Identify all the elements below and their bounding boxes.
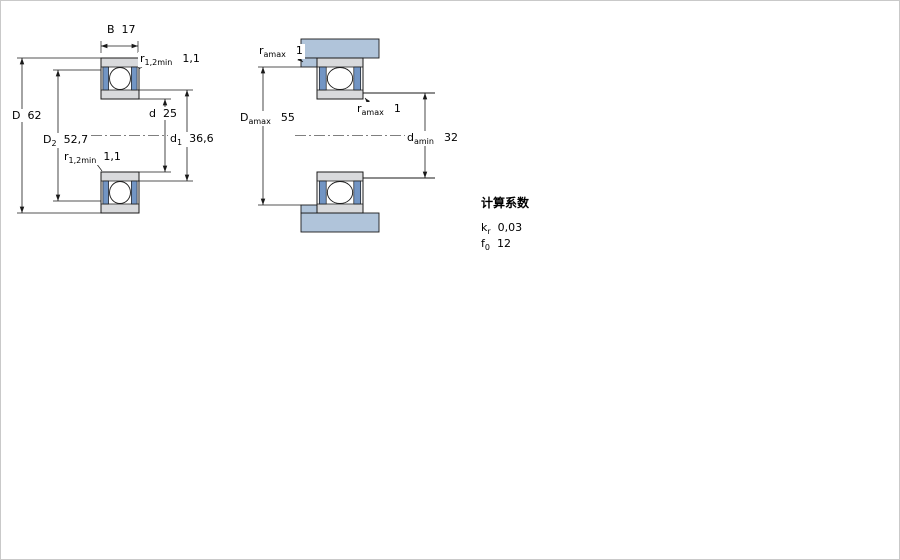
dim-symbol: r (357, 102, 362, 115)
dim-value: 17 (121, 23, 136, 36)
dim-symbol: d (407, 131, 414, 144)
dim-symbol: r (259, 44, 264, 57)
dim-symbol: d (170, 132, 177, 145)
bearing-cross-section-view (17, 41, 197, 214)
dim-symbol: D (43, 133, 52, 146)
dim-symbol: d (149, 107, 156, 120)
dim-symbol: B (107, 23, 115, 36)
dim-symbol: D (12, 109, 21, 122)
dim-value: 36,6 (189, 132, 214, 145)
dim-subscript: amax (263, 50, 286, 60)
calculation-factors-title-text: 计算系数 (481, 196, 530, 210)
dim-value: 55 (280, 111, 295, 124)
dim-line-B (100, 41, 139, 53)
dim-line-Damax (258, 66, 301, 206)
factor-subscript: r (487, 227, 491, 237)
dim-symbol: r (64, 150, 69, 163)
factor-symbol: k (481, 221, 488, 234)
dim-label-d: d 25 (147, 107, 179, 120)
dim-label-D2: D2 52,7 (41, 133, 91, 149)
dim-label-ramax-mid: ramax 1 (355, 102, 403, 118)
housing-shoulder-top (300, 57, 318, 68)
dim-line-D (17, 57, 101, 214)
factor-symbol: f (481, 237, 485, 250)
dim-value: 62 (27, 109, 42, 122)
dim-label-r12min-top: r1,2min 1,1 (138, 52, 202, 68)
dim-symbol: r (140, 52, 145, 65)
factor-value: 12 (496, 237, 511, 250)
dim-value: 52,7 (63, 133, 89, 146)
dim-subscript: amin (413, 137, 434, 147)
mounting-dimension-view (258, 38, 439, 233)
housing-top (300, 38, 380, 59)
dim-subscript: amax (248, 117, 271, 127)
calculation-factors-title: 计算系数 (479, 196, 532, 210)
housing-bottom (300, 212, 380, 233)
shaft-shoulder (362, 92, 435, 179)
housing-shoulder-bottom (300, 204, 318, 214)
dim-subscript: 1 (176, 138, 183, 148)
factor-subscript: 0 (484, 243, 490, 253)
factor-kr: kr 0,03 (479, 221, 525, 237)
dim-value: 1,1 (182, 52, 200, 65)
dim-label-r12min-bottom: r1,2min 1,1 (62, 150, 123, 166)
dim-value: 1,1 (103, 150, 121, 163)
factor-value: 0,03 (497, 221, 523, 234)
dim-subscript: 2 (51, 139, 57, 149)
dim-subscript: amax (361, 108, 384, 118)
dim-label-d1: d1 36,6 (168, 132, 216, 148)
dim-value: 25 (162, 107, 177, 120)
dim-subscript: 1,2min (144, 58, 173, 68)
dim-label-damin: damin 32 (405, 131, 460, 147)
dim-value: 1 (295, 44, 303, 57)
dim-label-D: D 62 (10, 109, 44, 122)
dim-label-ramax-top: ramax 1 (257, 44, 305, 60)
dim-value: 1 (393, 102, 401, 115)
dim-symbol: D (240, 111, 249, 124)
dim-value: 32 (443, 131, 458, 144)
dim-label-Damax: Damax 55 (238, 111, 297, 127)
dim-label-B: B 17 (105, 23, 138, 36)
dim-subscript: 1,2min (68, 156, 97, 166)
factor-f0: f0 12 (479, 237, 513, 253)
